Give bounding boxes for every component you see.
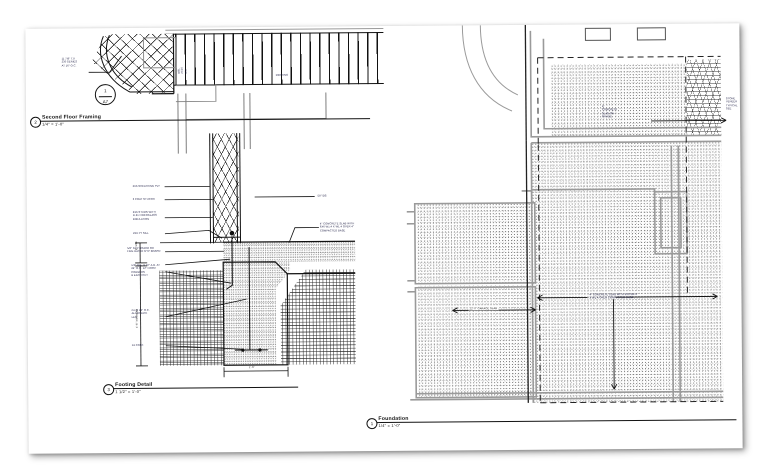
- view-scale-foundation: 1/4" = 1'-0": [378, 422, 401, 429]
- sheet-content: 11 7/8" TJI 230 SERIES AT 16" O.C. DECKI…: [25, 23, 743, 454]
- view-number-bubble-foundation[interactable]: 1: [366, 418, 378, 430]
- dim-garage-width: 22'-0" GARAGE SLAB: [468, 307, 499, 311]
- view-footing-detail: 2X6 SHEATHING PLY 3 COAT STUCCO 2X6 STUD…: [25, 23, 739, 396]
- note-slab-main: 4" CONCRETE SLAB WITH 6X6 W1.4 X W1.4 OV…: [589, 293, 637, 300]
- paper-sheet: 11 7/8" TJI 230 SERIES AT 16" O.C. DECKI…: [25, 23, 743, 454]
- foundation-linework: [406, 24, 743, 404]
- note-slab-upper: 4" CONCRETE SLAB ON GRADE: [601, 105, 618, 119]
- view-second-floor-framing: 11 7/8" TJI 230 SERIES AT 16" O.C. DECKI…: [25, 23, 739, 154]
- view-foundation: 4" CONCRETE SLAB WITH 6X6 W1.4 X W1.4 OV…: [25, 23, 743, 430]
- note-stone-veneer: STONE VENEER TYPICAL SEE: [725, 97, 738, 111]
- footing-detail-linework: [135, 185, 356, 378]
